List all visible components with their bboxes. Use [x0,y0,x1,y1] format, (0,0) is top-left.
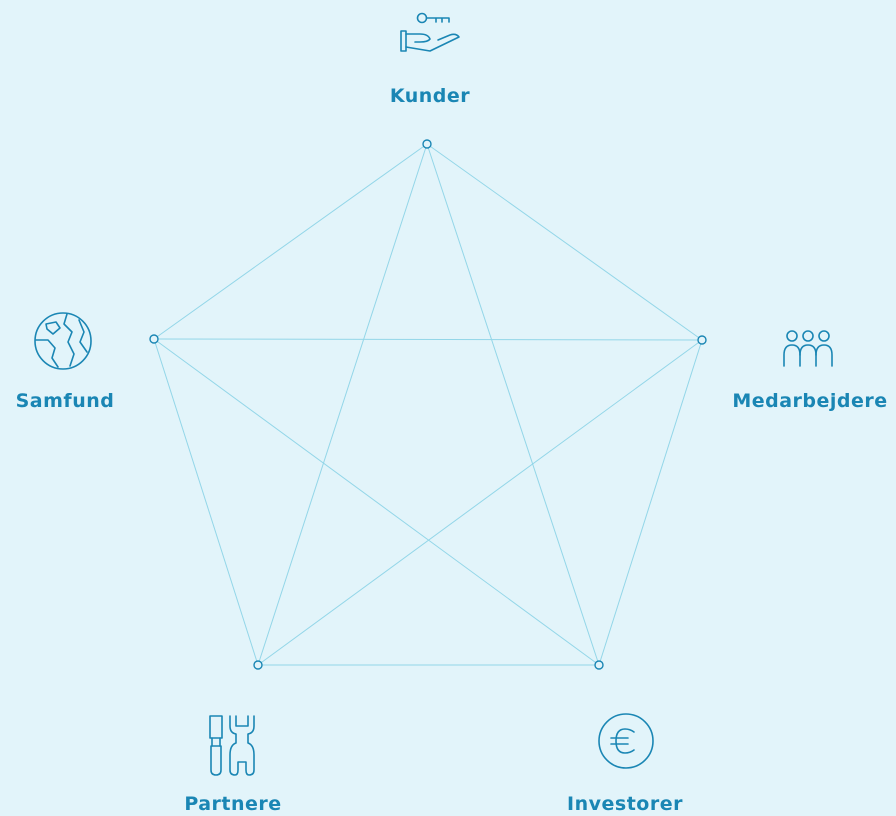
node-dot-investorer [594,660,604,670]
node-dot-samfund [149,334,159,344]
edge-kunder-medarbejdere [426,143,703,341]
node-investorer: Investorer [567,713,683,815]
node-label-kunder: Kunder [390,85,470,107]
node-dots [149,139,707,670]
edge-medarbejdere-investorer [598,339,703,666]
edge-medarbejdere-partnere [257,339,703,666]
node-label-partnere: Partnere [184,793,281,815]
node-partnere: Partnere [184,715,281,815]
edge-medarbejdere-samfund [153,338,703,341]
edge-partnere-samfund [153,338,259,666]
node-dot-medarbejdere [697,335,707,345]
node-label-samfund: Samfund [16,390,115,412]
edge-kunder-samfund [153,143,428,340]
edge-investorer-samfund [153,338,600,666]
node-medarbejdere: Medarbejdere [732,330,887,412]
edge-kunder-partnere [257,143,428,666]
edge-kunder-investorer [426,143,600,666]
node-label-medarbejdere: Medarbejdere [732,390,887,412]
people-group-icon [783,330,833,367]
node-samfund: Samfund [16,312,115,412]
euro-coin-icon [598,713,654,769]
node-label-investorer: Investorer [567,793,683,815]
node-dot-partnere [253,660,263,670]
globe-icon [34,312,92,370]
connection-lines [153,143,703,666]
node-dot-kunder [422,139,432,149]
hand-with-key-icon [400,12,460,52]
tools-icon [209,715,255,776]
node-kunder: Kunder [390,12,470,107]
